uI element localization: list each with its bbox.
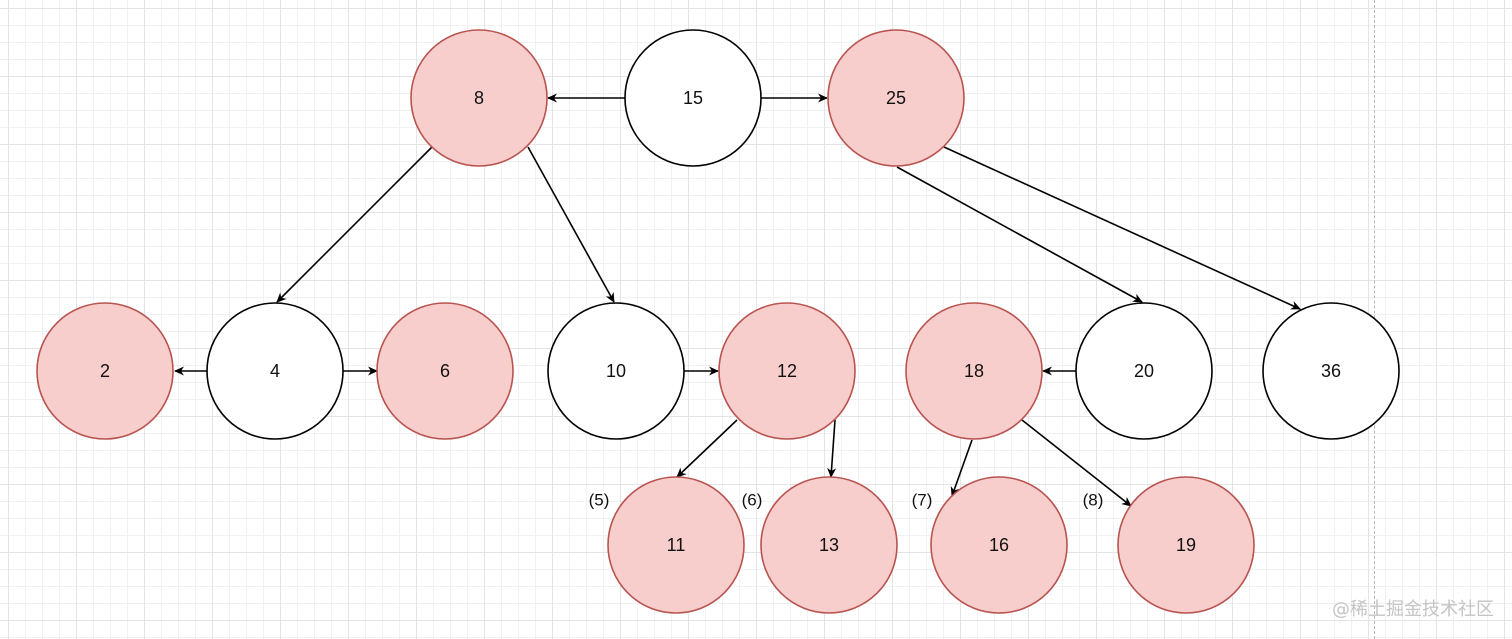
node-6: 6 xyxy=(376,302,514,440)
edge-arrow-n8-n4 xyxy=(276,146,433,303)
node-label-25: 25 xyxy=(886,88,906,108)
node-13: 13 xyxy=(760,476,898,614)
node-18: 18 xyxy=(905,302,1043,440)
node-circle-10 xyxy=(547,302,685,440)
node-label-13: 13 xyxy=(819,535,839,555)
edge-arrow-n25-n20 xyxy=(896,166,1143,303)
node-circle-16 xyxy=(930,476,1068,614)
step-annotation-a6: (6) xyxy=(742,491,763,510)
node-label-2: 2 xyxy=(100,361,110,381)
node-25: 25 xyxy=(827,29,965,167)
node-11: 11 xyxy=(607,476,745,614)
node-label-19: 19 xyxy=(1176,535,1196,555)
node-circle-18 xyxy=(905,302,1043,440)
node-circle-20 xyxy=(1075,302,1213,440)
node-15: 15 xyxy=(624,29,762,167)
node-circle-25 xyxy=(827,29,965,167)
node-circle-4 xyxy=(206,302,344,440)
node-label-6: 6 xyxy=(440,361,450,381)
node-circle-13 xyxy=(760,476,898,614)
node-label-15: 15 xyxy=(683,88,703,108)
edges-layer xyxy=(174,93,1301,507)
edge-arrow-n25-n36 xyxy=(943,146,1301,310)
node-label-16: 16 xyxy=(989,535,1009,555)
step-annotation-a5: (5) xyxy=(589,491,610,510)
node-circle-6 xyxy=(376,302,514,440)
node-label-12: 12 xyxy=(777,361,797,381)
edge-arrow-n8-n10 xyxy=(527,146,615,303)
node-label-10: 10 xyxy=(606,361,626,381)
annotations-layer: (5) (6) (7) (8) xyxy=(589,491,1104,510)
edge-arrow-n12-n11 xyxy=(676,419,738,478)
node-circle-11 xyxy=(607,476,745,614)
step-annotation-a8: (8) xyxy=(1083,491,1104,510)
edge-arrow-n12-n13 xyxy=(827,419,837,478)
node-circle-36 xyxy=(1262,302,1400,440)
node-label-20: 20 xyxy=(1134,361,1154,381)
node-label-11: 11 xyxy=(667,535,686,555)
node-10: 10 xyxy=(547,302,685,440)
node-2: 2 xyxy=(36,302,174,440)
step-annotation-a7: (7) xyxy=(912,491,933,510)
watermark-text: @稀土掘金技术社区 xyxy=(1332,599,1494,620)
node-circle-15 xyxy=(624,29,762,167)
node-36: 36 xyxy=(1262,302,1400,440)
nodes-layer: 8 15 25 2 4 6 10 12 18 20 36 11 13 16 19 xyxy=(36,29,1400,614)
node-circle-8 xyxy=(410,29,548,167)
node-label-36: 36 xyxy=(1321,361,1341,381)
edge-arrow-n18-n16 xyxy=(950,439,973,497)
node-19: 19 xyxy=(1117,476,1255,614)
node-label-4: 4 xyxy=(270,361,280,381)
node-circle-2 xyxy=(36,302,174,440)
node-circle-19 xyxy=(1117,476,1255,614)
node-16: 16 xyxy=(930,476,1068,614)
node-8: 8 xyxy=(410,29,548,167)
edge-arrow-n18-n19 xyxy=(1021,419,1132,507)
node-4: 4 xyxy=(206,302,344,440)
node-label-8: 8 xyxy=(474,88,484,108)
node-label-18: 18 xyxy=(964,361,984,381)
node-circle-12 xyxy=(718,302,856,440)
node-12: 12 xyxy=(718,302,856,440)
node-20: 20 xyxy=(1075,302,1213,440)
